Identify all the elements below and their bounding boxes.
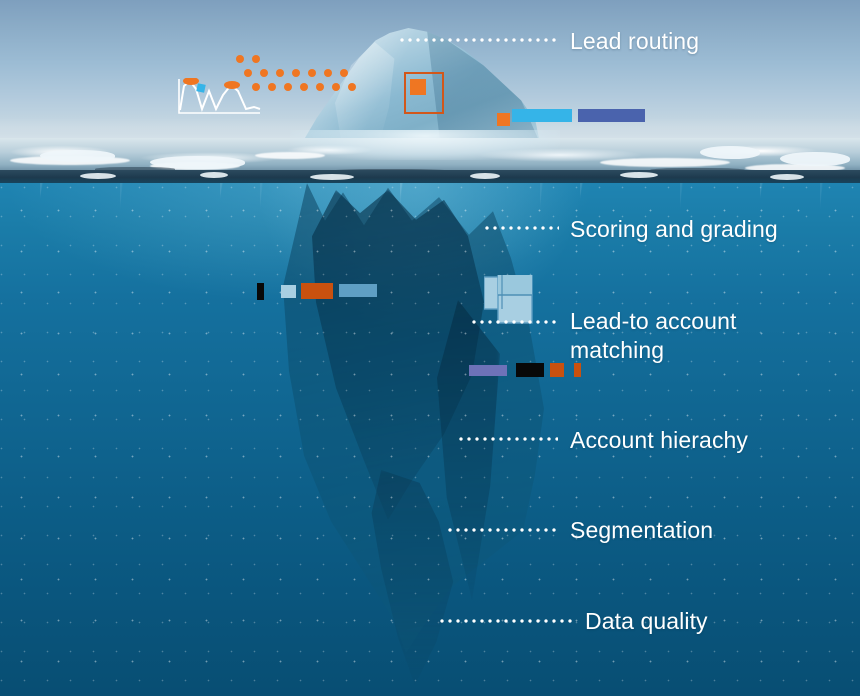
grid-dot [236,55,244,63]
label-segmentation: Segmentation [570,517,714,543]
grid-dot [244,69,252,77]
grid-dot [340,69,348,77]
ice-floe-right-b [780,152,850,166]
grid-dot [324,69,332,77]
orange-square-inner [410,79,426,95]
ice-floe-right-a [700,146,760,159]
ice-floe-left-b [150,156,245,169]
label-scoring-and-grading: Scoring and grading [570,216,778,242]
label-data-quality: Data quality [585,608,708,634]
dark-water-lane [0,170,860,184]
grid-dot [252,83,260,91]
orange-dot-grid [236,55,356,97]
grid-dot [260,69,268,77]
grid-dot [268,83,276,91]
bar-steel-blue-wide [339,284,377,297]
iceberg-waterline-spray [290,130,560,160]
bar-orange-thin [574,363,581,377]
grid-dot [300,83,308,91]
grid-dot [348,83,356,91]
grid-dot [252,55,260,63]
bar-pale-blue-small [281,285,296,298]
leader-line-scoring-and-grading [483,226,559,230]
bar-black-narrow [257,283,264,300]
bar-black [516,363,544,377]
bar-periwinkle [469,365,507,376]
bar-light-blue [512,109,572,122]
leader-line-data-quality [438,619,573,623]
bar-orange [301,283,333,299]
grid-dot [292,69,300,77]
leader-line-account-hierachy [457,437,558,441]
grid-dot [332,83,340,91]
orange-square-outline [404,72,444,114]
bar-orange-square [550,363,564,377]
leader-line-lead-to-account-matching [470,320,558,324]
grid-dot [276,69,284,77]
grid-dot [284,83,292,91]
leader-line-lead-routing [398,38,558,42]
orange-square-slope [497,113,510,126]
label-account-hierachy: Account hierachy [570,427,749,453]
label-lead-routing: Lead routing [570,28,700,54]
label-lead-to-account-matching: Lead-to account matching [570,308,737,364]
sparkline-chart [176,77,262,116]
bar-indigo [578,109,645,122]
leader-line-segmentation [446,528,558,532]
grid-dot [316,83,324,91]
grid-dot [308,69,316,77]
ice-floe-left-a [40,150,115,162]
